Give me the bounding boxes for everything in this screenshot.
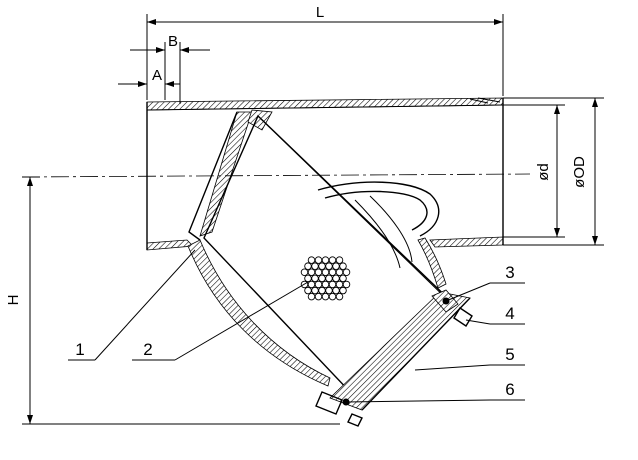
screen-element <box>203 114 460 395</box>
dim-label-d: ød <box>535 163 552 181</box>
callout-3: 3 <box>445 263 525 302</box>
svg-text:5: 5 <box>505 345 514 364</box>
perforation-hole <box>314 292 323 301</box>
svg-text:1: 1 <box>75 340 84 359</box>
perforation-hole <box>342 268 351 277</box>
perforation-hole <box>335 256 344 264</box>
perforation-hole <box>332 262 340 270</box>
dim-length: L <box>146 4 504 100</box>
perforation-hole <box>339 262 347 270</box>
perforation-hole <box>325 262 333 270</box>
perforation-hole <box>325 286 333 295</box>
perforation-hole <box>328 268 337 277</box>
perforation-hole <box>335 292 344 301</box>
perforation-hole <box>304 286 312 295</box>
dim-a: A <box>118 66 180 100</box>
dim-b: B <box>130 33 210 104</box>
svg-text:3: 3 <box>505 263 514 282</box>
perforation-hole <box>332 274 340 283</box>
perforation-hole <box>339 274 347 283</box>
callout-4: 4 <box>465 304 525 325</box>
dim-label-h: H <box>5 295 22 306</box>
perforation-hole <box>321 280 330 289</box>
callout-2: 2 <box>132 281 309 361</box>
perforation-hole <box>328 280 337 289</box>
dim-label-a: A <box>152 67 162 84</box>
callout-6: 6 <box>345 380 525 403</box>
perforation-hole <box>335 280 344 289</box>
bolt-lower <box>347 413 363 427</box>
strainer-bowl <box>187 239 331 387</box>
perforation-hole <box>342 280 351 289</box>
dim-height: H <box>5 176 340 425</box>
dim-label-b: B <box>168 33 178 50</box>
perforation-hole <box>321 268 330 277</box>
perforation-hole <box>332 286 340 295</box>
perforation-hole <box>311 262 319 270</box>
perforation-hole <box>311 274 319 283</box>
perforation-hole <box>335 268 344 277</box>
center-line <box>21 173 531 178</box>
perforation-hole <box>321 256 330 264</box>
perforation-hole <box>325 274 333 283</box>
perforation-hole <box>307 256 316 264</box>
perforation-hole <box>328 292 337 301</box>
dim-label-l: L <box>316 4 324 21</box>
perforation-hole <box>300 268 309 277</box>
cap <box>329 289 471 411</box>
perforation-hole <box>307 268 316 277</box>
dim-label-od: øOD <box>571 156 588 188</box>
perforation-hole <box>304 274 312 283</box>
perforation-hole <box>304 262 312 270</box>
perforation-hole <box>339 286 347 295</box>
perforation-hole <box>318 262 326 270</box>
perforation-hole <box>314 256 323 264</box>
callout-1: 1 <box>68 249 196 361</box>
pipe-body <box>146 97 504 251</box>
dim-inner-diameter: ød <box>503 104 565 238</box>
y-branch-walls <box>188 109 447 289</box>
svg-text:6: 6 <box>505 380 514 399</box>
perforation-hole <box>321 292 330 301</box>
perforation-hole <box>307 280 316 289</box>
callout-5: 5 <box>414 345 525 371</box>
perforation-hole <box>311 286 319 295</box>
perforation-hole <box>314 280 323 289</box>
perforation-hole <box>318 286 326 295</box>
perforation-hole <box>328 256 337 264</box>
svg-text:2: 2 <box>143 340 152 359</box>
perforation-pattern <box>300 256 351 301</box>
perforation-hole <box>318 274 326 283</box>
perforation-hole <box>314 268 323 277</box>
perforation-hole <box>307 292 316 301</box>
svg-text:4: 4 <box>505 304 514 323</box>
dim-outer-diameter: øOD <box>503 97 604 246</box>
bolt-upper <box>453 307 473 327</box>
